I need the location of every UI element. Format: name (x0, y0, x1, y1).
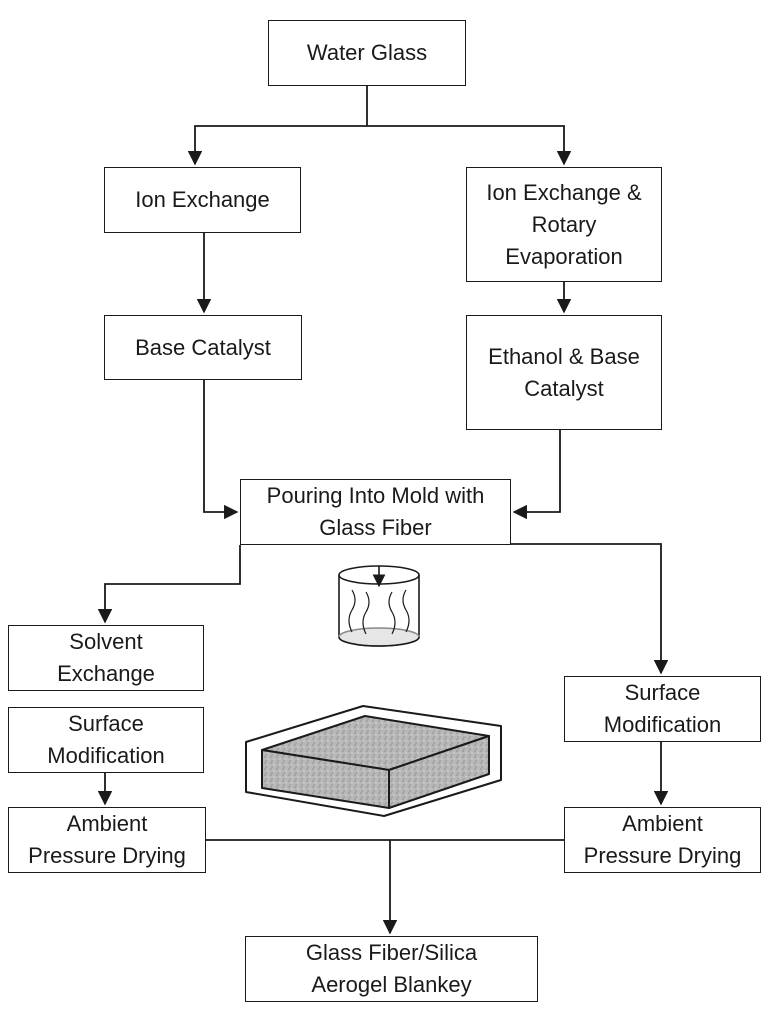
node-ambient-pressure-drying-left: Ambient Pressure Drying (8, 807, 206, 873)
node-final-product: Glass Fiber/Silica Aerogel Blankey (245, 936, 538, 1002)
aerogel-blanket-icon (245, 705, 502, 817)
node-ambient-pressure-drying-right: Ambient Pressure Drying (564, 807, 761, 873)
node-solvent-exchange: Solvent Exchange (8, 625, 204, 691)
node-surface-modification-right: Surface Modification (564, 676, 761, 742)
node-surface-modification-left: Surface Modification (8, 707, 204, 773)
node-base-catalyst: Base Catalyst (104, 315, 302, 380)
edge-base-catalyst-to-pouring (203, 380, 239, 520)
edge-pouring-to-solvent-exchange (97, 545, 241, 624)
edge-pouring-to-surface-mod-right (510, 543, 669, 675)
node-ion-exchange-rotary-evaporation: Ion Exchange & Rotary Evaporation (466, 167, 662, 282)
mold-with-fibers-icon (338, 565, 420, 647)
node-pouring-into-mold: Pouring Into Mold with Glass Fiber (240, 479, 511, 545)
edge-ethanol-to-pouring (512, 430, 561, 520)
edge-water-glass-to-ion-exchange-rotary (367, 125, 572, 166)
node-water-glass: Water Glass (268, 20, 466, 86)
edge-water-glass-to-ion-exchange (187, 125, 367, 166)
node-ethanol-base-catalyst: Ethanol & Base Catalyst (466, 315, 662, 430)
node-ion-exchange: Ion Exchange (104, 167, 301, 233)
